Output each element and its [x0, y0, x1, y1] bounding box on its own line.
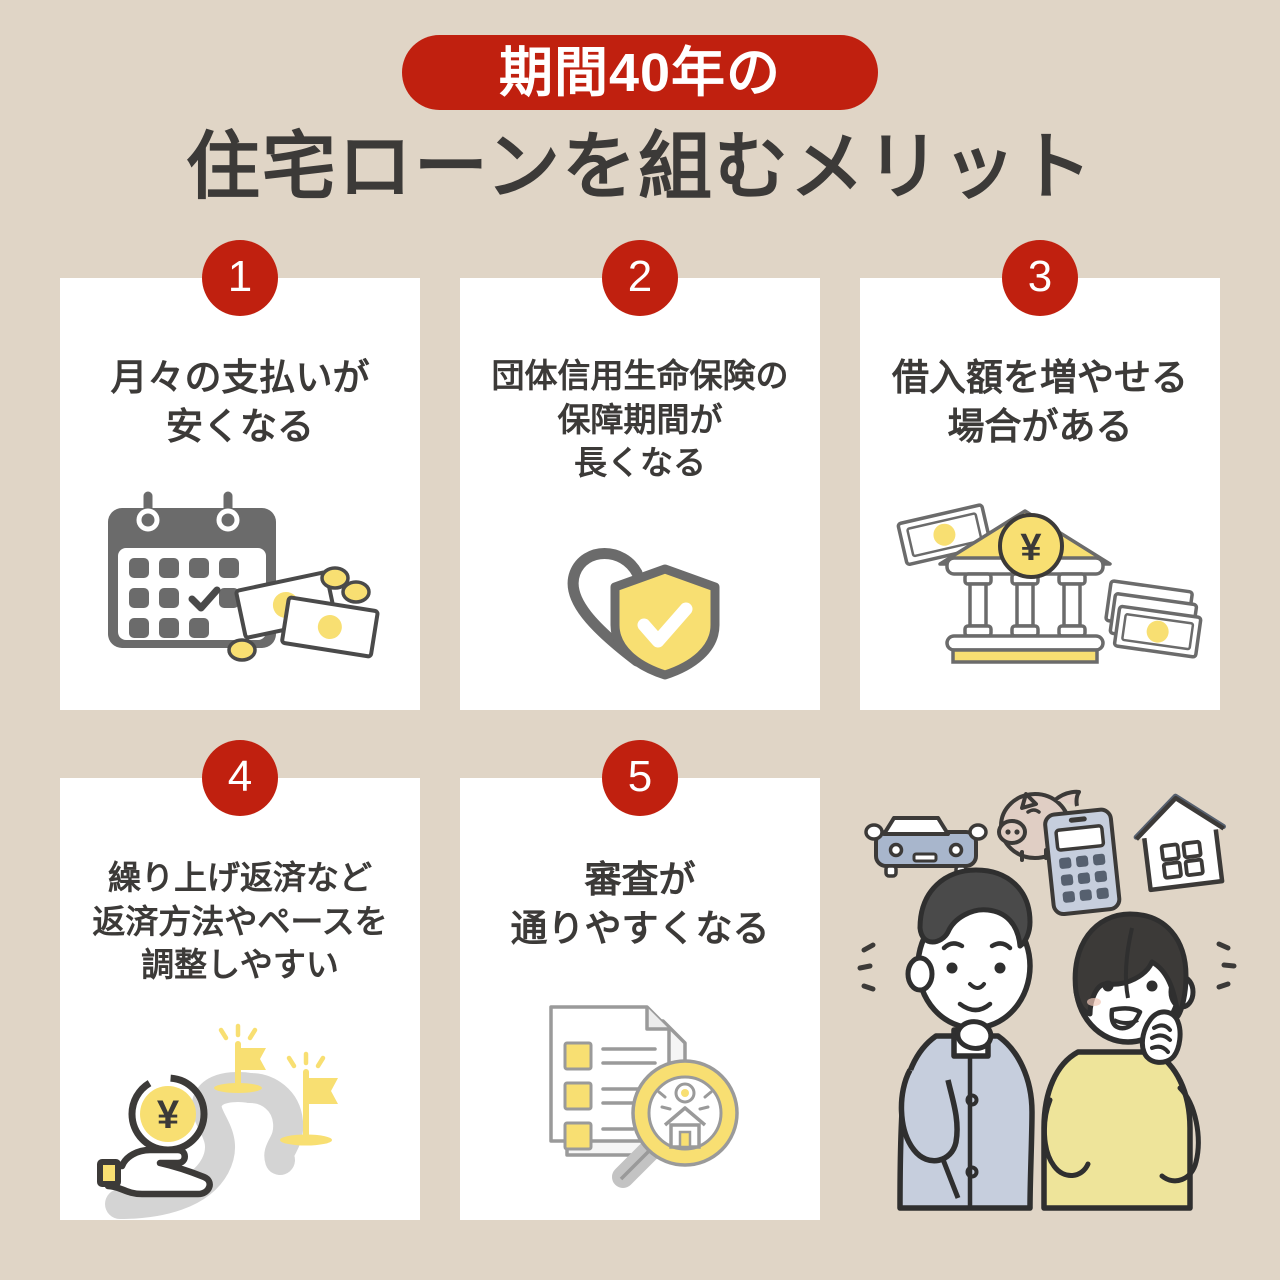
man-thinking — [897, 867, 1035, 1211]
benefit-card-1: 月々の支払いが 安くなる — [60, 278, 420, 710]
benefit-card-4-title: 繰り上げ返済など 返済方法やペースを 調整しやすい — [60, 856, 420, 987]
benefit-card-2: 団体信用生命保険の 保障期間が 長くなる — [460, 278, 820, 710]
couple-thinking-illustration — [850, 770, 1250, 1220]
benefit-card-1-number: 1 — [202, 240, 278, 316]
document-magnifier-house-icon — [460, 998, 820, 1198]
woman-thinking — [1041, 911, 1201, 1211]
benefit-card-3-number-label: 3 — [1027, 252, 1053, 301]
benefit-card-3-number: 3 — [1002, 240, 1078, 316]
benefit-card-5-number: 5 — [602, 740, 678, 816]
benefit-card-2-number: 2 — [602, 240, 678, 316]
svg-text:¥: ¥ — [157, 1093, 180, 1137]
benefit-card-1-line-1: 月々の支払いが — [110, 357, 370, 398]
benefit-card-5-line-1: 審査が — [584, 859, 696, 900]
header-badge: 期間40年の — [402, 35, 878, 110]
benefit-card-3-title: 借入額を増やせる 場合がある — [860, 354, 1220, 452]
benefit-card-3-line-2: 場合がある — [947, 405, 1133, 447]
benefit-card-4: 繰り上げ返済など 返済方法やペースを 調整しやすい — [60, 778, 420, 1220]
svg-text:¥: ¥ — [1020, 527, 1041, 569]
benefit-card-2-line-2: 保障期間が — [557, 400, 723, 438]
benefit-card-4-line-1: 繰り上げ返済など — [108, 859, 372, 896]
benefit-card-5: 審査が 通りやすくなる — [460, 778, 820, 1220]
hand-yen-coin-road-flags-icon: ¥ — [60, 1023, 420, 1219]
benefit-card-2-title: 団体信用生命保険の 保障期間が 長くなる — [460, 354, 820, 485]
sparkle-right — [1216, 941, 1237, 990]
header-badge-label: 期間40年の — [498, 42, 782, 103]
benefit-card-2-line-3: 長くなる — [574, 444, 706, 482]
benefit-card-2-number-label: 2 — [627, 252, 653, 301]
calculator-icon — [1043, 807, 1122, 917]
benefit-card-5-line-2: 通りやすくなる — [510, 907, 770, 949]
benefit-card-4-line-3: 調整しやすい — [141, 946, 339, 984]
bank-with-yen-and-bills-icon: ¥ — [860, 483, 1220, 673]
benefit-card-5-title: 審査が 通りやすくなる — [460, 856, 820, 954]
benefit-card-3-line-1: 借入額を増やせる — [892, 357, 1188, 398]
benefit-card-1-title: 月々の支払いが 安くなる — [60, 354, 420, 452]
benefit-card-4-number: 4 — [202, 740, 278, 816]
benefit-card-4-line-2: 返済方法やペースを — [92, 902, 388, 940]
benefit-card-1-number-label: 1 — [227, 252, 253, 301]
page-title: 住宅ローンを組むメリット — [185, 125, 1095, 208]
benefit-card-3: 借入額を増やせる 場合がある — [860, 278, 1220, 710]
benefit-card-4-number-label: 4 — [227, 752, 253, 801]
benefit-card-1-line-2: 安くなる — [166, 405, 314, 447]
calendar-with-money-icon — [60, 483, 420, 673]
house-icon — [1133, 793, 1226, 893]
heart-shield-check-icon — [460, 518, 820, 683]
benefit-card-5-number-label: 5 — [627, 752, 653, 801]
sparkle-left — [857, 942, 876, 992]
car-icon — [864, 816, 988, 878]
benefit-card-2-line-1: 団体信用生命保険の — [491, 357, 789, 394]
